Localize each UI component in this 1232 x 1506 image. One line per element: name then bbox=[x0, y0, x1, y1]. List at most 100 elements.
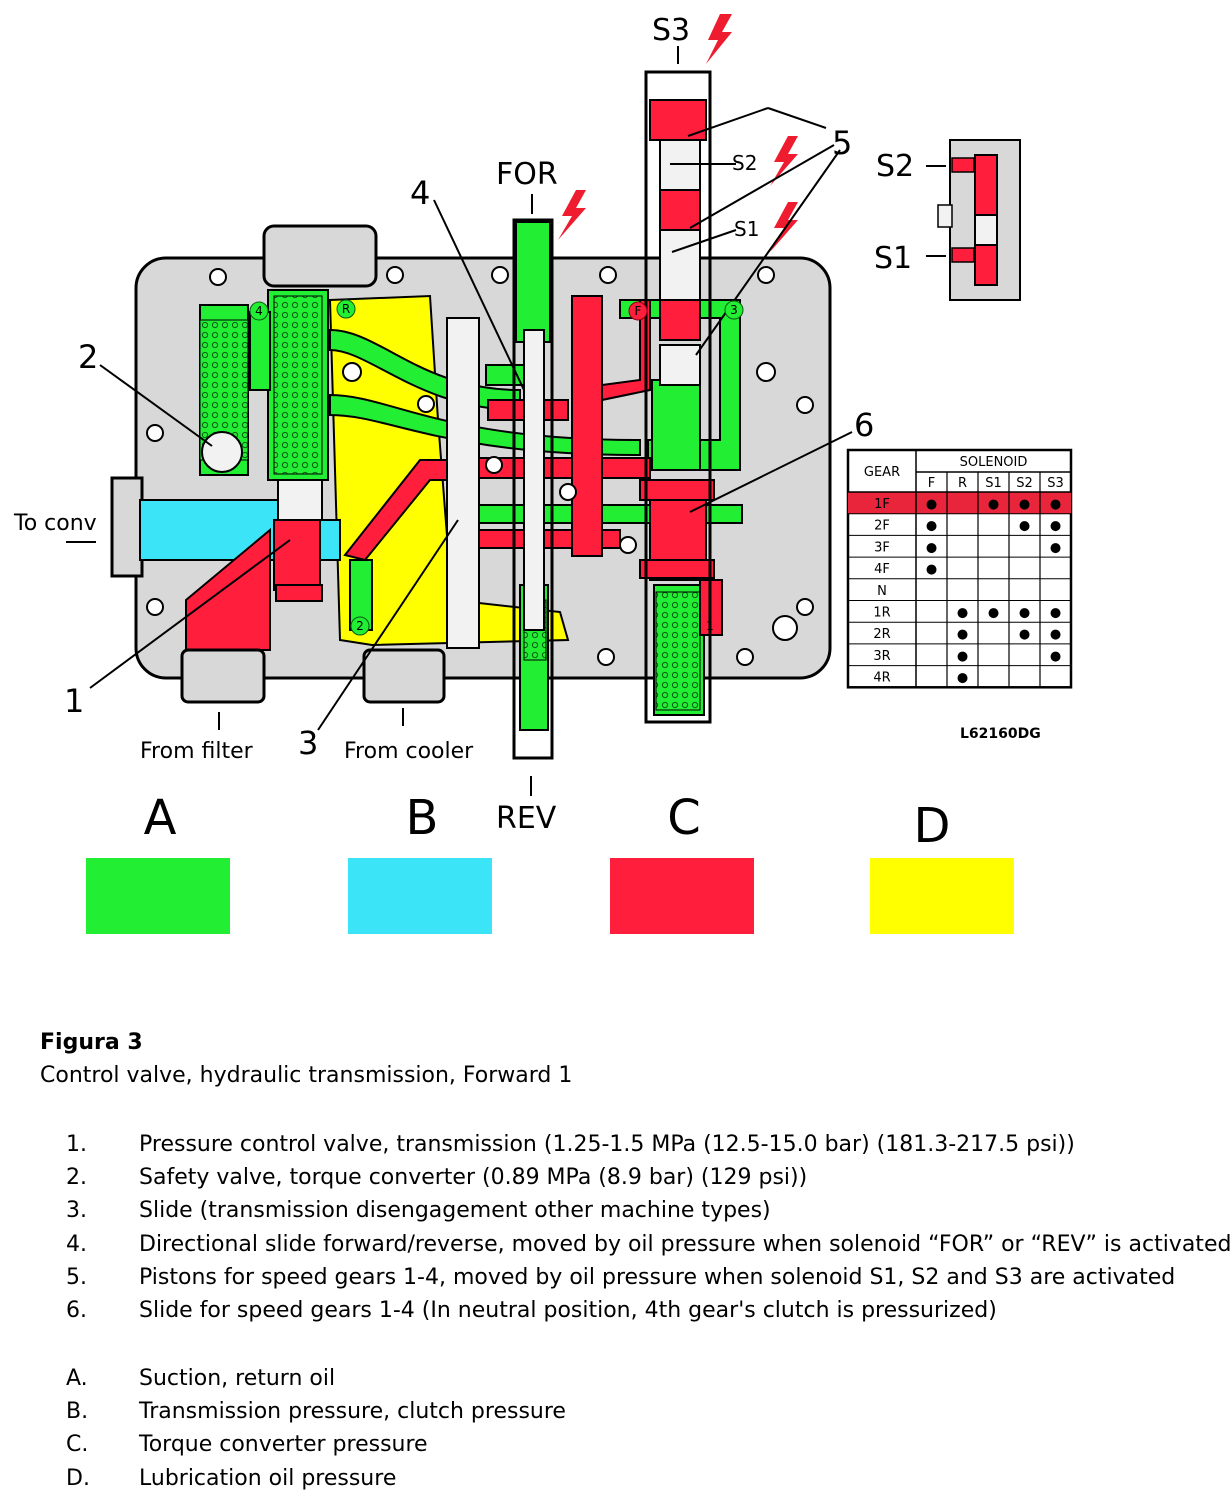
table-cell-dot: ● bbox=[926, 540, 937, 555]
table-cell-dot: ● bbox=[988, 606, 999, 621]
table-header-col: S1 bbox=[985, 476, 1002, 491]
table-cell-gear: 1R bbox=[873, 606, 890, 621]
list-item-text: Torque converter pressure bbox=[139, 1432, 428, 1458]
legend-letter: B bbox=[406, 790, 439, 846]
figure-caption: Figura 3 Control valve, hydraulic transm… bbox=[40, 1030, 1220, 1088]
table-cell-dot: ● bbox=[1050, 606, 1061, 621]
list-item-number: B. bbox=[66, 1399, 89, 1425]
port-marker-2: 2 bbox=[356, 619, 364, 633]
port-marker-1: 1 bbox=[706, 619, 714, 633]
list-item: 4. Directional slide forward/reverse, mov… bbox=[66, 1228, 1231, 1261]
table-cell-dot: ● bbox=[1019, 519, 1030, 534]
list-item-text: Lubrication oil pressure bbox=[139, 1465, 397, 1491]
diagram-labels: S3 S2 S1 FOR REV S2 S1 To conv From filt… bbox=[13, 13, 1041, 836]
legend-swatch bbox=[348, 858, 492, 934]
table-cell-dot: ● bbox=[957, 671, 968, 686]
label-s1-main: S1 bbox=[734, 217, 759, 241]
list-item: C.Torque converter pressure bbox=[66, 1428, 1226, 1461]
legend-letter: C bbox=[667, 790, 701, 846]
callout-2: 2 bbox=[78, 338, 98, 376]
label-from-cooler: From cooler bbox=[344, 739, 474, 764]
table-cell-gear: 3R bbox=[873, 649, 890, 664]
table-header-col: R bbox=[958, 476, 967, 491]
table-cell-dot: ● bbox=[926, 497, 937, 512]
label-rev: REV bbox=[496, 801, 557, 836]
table-header-gear: GEAR bbox=[864, 465, 900, 480]
port-marker-r: R bbox=[342, 302, 350, 316]
table-cell-dot: ● bbox=[1050, 519, 1061, 534]
table-cell-gear: 2R bbox=[873, 627, 890, 642]
inlet-ports bbox=[180, 648, 446, 704]
port-marker-4: 4 bbox=[255, 304, 263, 318]
lubrication-passage bbox=[328, 294, 570, 647]
list-item: B. Transmission pressure, clutch pressure bbox=[66, 1395, 1226, 1428]
list-item-text: Transmission pressure, clutch pressure bbox=[139, 1399, 566, 1425]
callout-numbers: 1 2 3 4 5 6 bbox=[64, 124, 874, 762]
list-item-number: 2. bbox=[66, 1165, 87, 1191]
lightning-icon bbox=[770, 202, 798, 252]
control-valve-diagram: 1 2 3 4 5 6 4 R F 3 2 1 S3 S2 S1 FOR REV… bbox=[13, 13, 1073, 934]
list-item-text: Suction, return oil bbox=[139, 1366, 336, 1391]
table-cell-dot: ● bbox=[1050, 497, 1061, 512]
table-header-col: S3 bbox=[1047, 476, 1064, 491]
list-item: 5.Pistons for speed gears 1-4, moved by … bbox=[66, 1261, 1226, 1294]
list-item: 1. Pressure control valve, transmission (… bbox=[66, 1128, 1226, 1161]
gear-piston-housing bbox=[644, 70, 712, 724]
transmission-pressure-passage bbox=[139, 499, 341, 561]
energized-lightning-icons bbox=[558, 14, 798, 252]
spools bbox=[277, 139, 701, 649]
lightning-icon bbox=[558, 190, 586, 240]
table-cell-dot: ● bbox=[957, 649, 968, 664]
list-item-number: D. bbox=[66, 1465, 90, 1491]
table-cell-gear: 4R bbox=[873, 671, 890, 686]
table-cell-gear: 3F bbox=[874, 540, 890, 555]
list-item: 2.Safety valve, torque converter (0.89 M… bbox=[66, 1161, 1226, 1194]
label-for: FOR bbox=[496, 157, 558, 192]
label-s2-main: S2 bbox=[732, 151, 757, 175]
list-item-text: Directional slide forward/reverse, moved… bbox=[139, 1231, 1232, 1257]
list-item: A. Suction, return oil bbox=[66, 1362, 1226, 1395]
table-cell-dot: ● bbox=[1050, 540, 1061, 555]
callout-6: 6 bbox=[854, 406, 874, 444]
leader-lines bbox=[66, 46, 946, 796]
table-cell-gear: N bbox=[877, 584, 887, 599]
list-item-number: 5. bbox=[66, 1264, 87, 1290]
list-item: 3. Slide (transmission disengagement othe… bbox=[66, 1194, 1226, 1227]
legend-swatch bbox=[610, 858, 754, 934]
label-from-filter: From filter bbox=[140, 739, 254, 764]
table-cell-dot: ● bbox=[1050, 627, 1061, 642]
list-item-number: A. bbox=[66, 1366, 88, 1391]
table-cell-dot: ● bbox=[957, 606, 968, 621]
callout-4: 4 bbox=[410, 174, 430, 212]
table-cell-dot: ● bbox=[1050, 649, 1061, 664]
callout-5: 5 bbox=[832, 124, 852, 162]
component-list: 1. Pressure control valve, transmission (… bbox=[66, 1128, 1231, 1327]
table-cell-dot: ● bbox=[988, 497, 999, 512]
figure-title: Figura 3 bbox=[40, 1030, 143, 1055]
table-cell-dot: ● bbox=[1019, 606, 1030, 621]
table-cell-dot: ● bbox=[926, 519, 937, 534]
legend-swatch bbox=[86, 858, 230, 934]
table-cell-dot: ● bbox=[957, 627, 968, 642]
label-s2-detail: S2 bbox=[876, 149, 914, 184]
list-item-text: Pressure control valve, transmission (1.… bbox=[139, 1132, 1075, 1157]
port-marker-f: F bbox=[635, 304, 642, 318]
label-s1-detail: S1 bbox=[874, 241, 912, 276]
port-markers: 4 R F 3 2 1 bbox=[249, 299, 744, 636]
safety-valve-ball bbox=[201, 431, 243, 473]
legend-letter: D bbox=[914, 798, 951, 854]
list-item-text: Slide (transmission disengagement other … bbox=[139, 1198, 771, 1224]
table-cell-dot: ● bbox=[1019, 497, 1030, 512]
list-item-number: 4. bbox=[66, 1231, 87, 1257]
legend-letter: A bbox=[144, 790, 177, 846]
list-item-number: 3. bbox=[66, 1198, 87, 1224]
table-cell-gear: 2F bbox=[874, 519, 890, 534]
list-item: D. Lubrication oil pressure bbox=[66, 1462, 1226, 1495]
list-item-number: 1. bbox=[66, 1132, 87, 1157]
bolt-holes bbox=[146, 266, 814, 666]
label-s3: S3 bbox=[652, 13, 690, 48]
table-header-solenoid: SOLENOID bbox=[960, 455, 1028, 470]
solenoid-detail-inset bbox=[937, 139, 1021, 301]
